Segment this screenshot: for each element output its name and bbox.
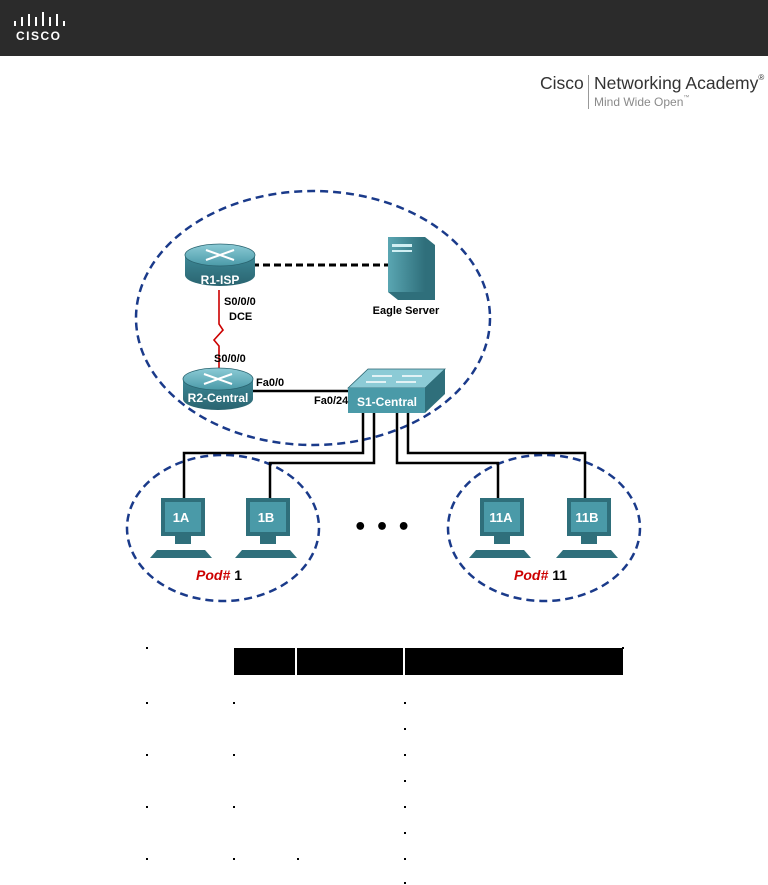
table-marker bbox=[404, 858, 406, 860]
table-marker bbox=[404, 728, 406, 730]
pc-11b-label: 11B bbox=[575, 510, 598, 525]
pod-11-boundary bbox=[446, 453, 642, 603]
table-marker bbox=[622, 647, 624, 649]
s1-label: S1-Central bbox=[357, 395, 417, 409]
academy-separator bbox=[588, 75, 589, 109]
table-marker bbox=[297, 858, 299, 860]
top-banner: CISCO bbox=[0, 0, 768, 56]
table-marker bbox=[146, 806, 148, 808]
router-r2-icon: R2-Central bbox=[182, 367, 254, 410]
more-pods-ellipsis: • • • bbox=[353, 515, 411, 540]
table-header-cell bbox=[234, 648, 295, 675]
pc-1a-label: 1A bbox=[173, 510, 190, 525]
table-marker bbox=[404, 702, 406, 704]
table-marker bbox=[233, 702, 235, 704]
eagle-server-icon: Eagle Server bbox=[373, 237, 440, 317]
r1-serial-label: S0/0/0 bbox=[224, 296, 256, 308]
r2-serial-label: S0/0/0 bbox=[214, 353, 246, 365]
switch-pc-links bbox=[182, 412, 587, 498]
table-marker bbox=[404, 832, 406, 834]
pod-1-boundary bbox=[125, 453, 321, 603]
pod-1-label: Pod#1 bbox=[196, 567, 242, 583]
r2-label: R2-Central bbox=[188, 391, 249, 405]
pc-1b-icon: 1B bbox=[235, 498, 297, 558]
r2-fa-label: Fa0/0 bbox=[256, 377, 284, 389]
pc-11b-icon: 11B bbox=[556, 498, 618, 558]
academy-tagline: Mind Wide Open™ bbox=[594, 95, 690, 109]
table-marker bbox=[404, 780, 406, 782]
pc-11a-label: 11A bbox=[489, 510, 513, 525]
table-marker bbox=[233, 754, 235, 756]
serial-link bbox=[212, 290, 225, 372]
table-marker bbox=[404, 754, 406, 756]
table-header-cell bbox=[405, 648, 623, 675]
switch-s1-icon: S1-Central bbox=[346, 368, 447, 413]
table-marker bbox=[404, 806, 406, 808]
cisco-wordmark: CISCO bbox=[16, 29, 62, 43]
central-network-boundary bbox=[134, 189, 492, 447]
table-marker bbox=[233, 858, 235, 860]
table-marker bbox=[146, 754, 148, 756]
table-marker bbox=[146, 702, 148, 704]
academy-product: Networking Academy® bbox=[594, 73, 765, 93]
router-r1-icon: R1-ISP bbox=[184, 243, 256, 287]
s1-fa-label: Fa0/24 bbox=[314, 395, 349, 407]
table-marker bbox=[404, 882, 406, 884]
cisco-bars-icon bbox=[14, 12, 65, 26]
table-marker bbox=[233, 806, 235, 808]
r1-dce-label: DCE bbox=[229, 311, 252, 323]
server-label: Eagle Server bbox=[373, 305, 440, 317]
cisco-logo: CISCO bbox=[14, 12, 74, 46]
r1-label: R1-ISP bbox=[201, 273, 240, 287]
pc-1b-label: 1B bbox=[258, 510, 275, 525]
table-header-cell bbox=[297, 648, 403, 675]
pc-1a-icon: 1A bbox=[150, 498, 212, 558]
table-marker bbox=[146, 647, 148, 649]
pc-11a-icon: 11A bbox=[469, 498, 531, 558]
networking-academy-logo: Cisco Networking Academy® Mind Wide Open… bbox=[540, 73, 765, 113]
pod-11-label: Pod#11 bbox=[514, 567, 567, 583]
table-marker bbox=[146, 858, 148, 860]
academy-brand: Cisco bbox=[540, 73, 584, 93]
